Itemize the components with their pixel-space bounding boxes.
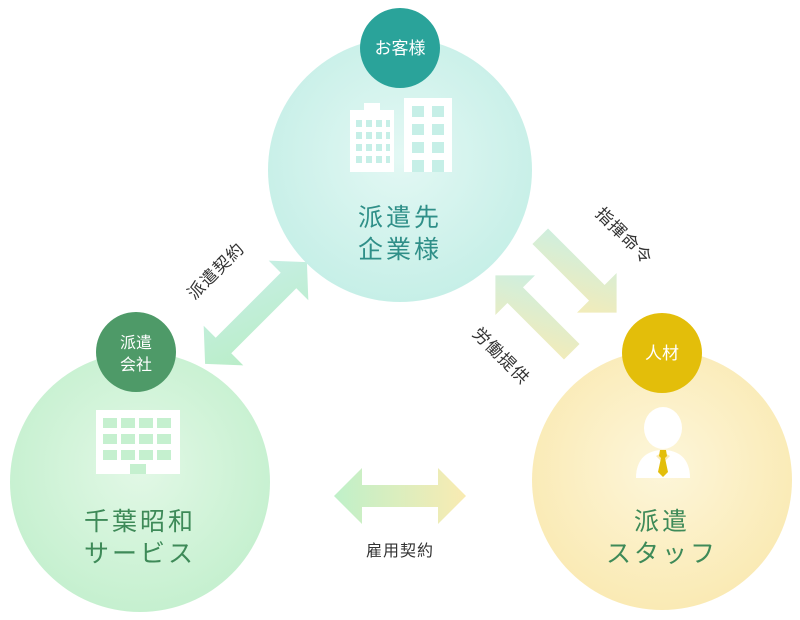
labor-arrow: [495, 275, 580, 360]
employment-arrow: [334, 468, 466, 524]
staff-badge: [622, 313, 702, 393]
command-arrow: [532, 228, 617, 313]
office-building-icon: [96, 410, 180, 474]
staff-title-line2: スタッフ: [606, 539, 718, 568]
agency-node: 千葉昭和 サービス 派遣 会社: [10, 312, 270, 612]
command-label: 指揮命令: [591, 204, 656, 269]
client-title-line2: 企業様: [358, 235, 442, 264]
person-icon: [636, 407, 690, 478]
staff-badge-label: 人材: [645, 344, 679, 364]
employment-label: 雇用契約: [366, 541, 434, 560]
client-node: 派遣先 企業様 お客様: [268, 8, 532, 302]
staff-title-line1: 派遣: [634, 507, 690, 536]
client-badge: [360, 8, 440, 88]
tie-icon: [658, 450, 668, 477]
agency-badge-label-line2: 会社: [120, 355, 152, 374]
dispatch-contract-arrow: [203, 260, 309, 366]
agency-title-line1: 千葉昭和: [84, 507, 196, 536]
client-badge-label: お客様: [375, 39, 426, 59]
agency-title-line2: サービス: [84, 539, 196, 568]
staff-node: 派遣 スタッフ 人材: [532, 313, 792, 610]
dispatch-contract-label: 派遣契約: [184, 239, 249, 304]
agency-badge-label-line1: 派遣: [120, 333, 152, 352]
client-title-line1: 派遣先: [358, 203, 442, 232]
agency-badge: [96, 312, 176, 392]
labor-label: 労働提供: [468, 324, 533, 389]
